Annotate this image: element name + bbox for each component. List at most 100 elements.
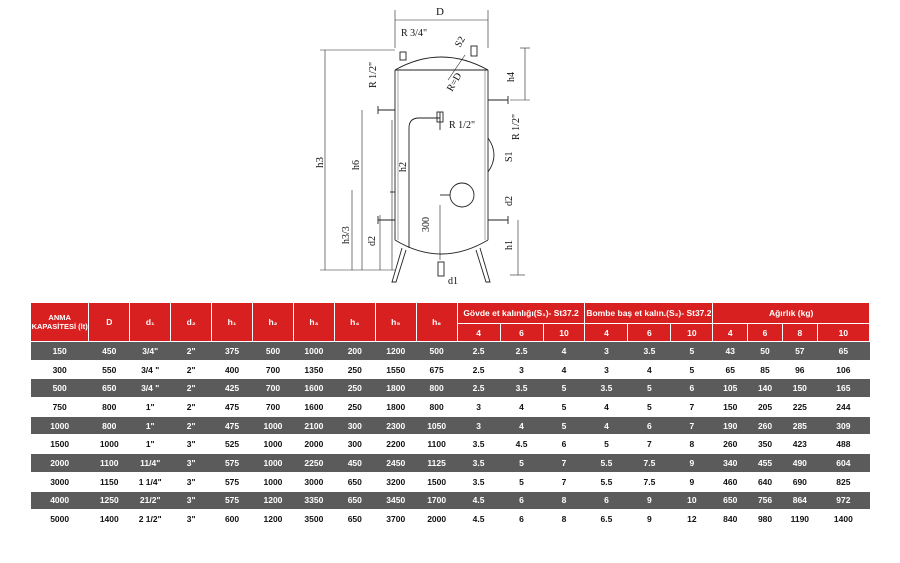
table-cell: 4 (500, 397, 544, 417)
table-cell: 190 (712, 415, 748, 436)
table-cell: 1000 (252, 415, 294, 436)
table-cell: 244 (817, 397, 870, 417)
table-cell: 4 (543, 360, 585, 379)
table-cell: 3 (457, 397, 501, 417)
table-cell: 140 (747, 378, 783, 399)
table-cell: 3 (500, 360, 544, 379)
specification-table: ANMA KAPASİTESİ (lt) D d₁ d₂ h₁ h₂ h₃ h₄… (29, 302, 871, 529)
table-cell: 150 (30, 341, 89, 361)
subheader-pressure: 6 (747, 323, 783, 342)
table-cell: 1200 (375, 341, 417, 361)
table-cell: 7.5 (627, 453, 671, 473)
table-cell: 8 (670, 434, 713, 454)
table-cell: 1700 (416, 490, 458, 511)
table-cell: 490 (782, 453, 818, 473)
dim-R-equals-D: R=D (445, 71, 464, 93)
table-cell: 5 (543, 378, 585, 399)
table-cell: 2000 (293, 434, 335, 454)
subheader-pressure: 6 (627, 323, 672, 342)
table-cell: 5.5 (584, 472, 628, 491)
table-cell: 3000 (293, 472, 335, 491)
table-cell: 5 (543, 415, 585, 436)
table-cell: 2000 (30, 453, 89, 473)
table-cell: 575 (211, 453, 253, 473)
table-cell: 106 (817, 360, 870, 379)
table-cell: 2250 (293, 453, 335, 473)
table-cell: 4 (627, 360, 671, 379)
dim-h4: h4 (506, 72, 517, 82)
table-cell: 3/4 " (129, 378, 171, 399)
table-subheader-row: 4 6 10 4 6 10 4 6 8 10 (31, 323, 871, 342)
table-cell: 11/4" (129, 453, 171, 473)
subheader-pressure: 10 (816, 323, 871, 342)
table-cell: 1000 (30, 415, 89, 436)
table-cell: 65 (817, 341, 870, 361)
header-shell-thickness: Gövde et kalınlığı(S₁)- St37.2 (456, 302, 586, 324)
table-cell: 65 (712, 360, 748, 379)
table-cell: 3.5 (584, 378, 628, 399)
table-cell: 864 (782, 490, 818, 511)
table-cell: 800 (416, 378, 458, 399)
table-cell: 285 (782, 415, 818, 436)
table-cell: 525 (211, 434, 253, 454)
table-cell: 488 (817, 434, 870, 454)
table-cell: 57 (782, 341, 818, 361)
table-cell: 200 (334, 341, 376, 361)
dim-h2: h2 (398, 162, 409, 172)
table-cell: 500 (30, 378, 89, 399)
table-cell: 1 1/4" (129, 472, 171, 491)
table-cell: 550 (88, 360, 130, 379)
table-cell: 2450 (375, 453, 417, 473)
table-cell: 1190 (782, 509, 818, 529)
table-cell: 840 (712, 509, 748, 529)
dim-R12-right: R 1/2" (511, 114, 522, 140)
table-cell: 96 (782, 360, 818, 379)
table-cell: 5 (500, 472, 544, 491)
table-cell: 3 (584, 360, 628, 379)
table-cell: 50 (747, 341, 783, 361)
table-cell: 205 (747, 397, 783, 417)
table-cell: 2 1/2" (129, 509, 171, 529)
table-cell: 1400 (88, 509, 130, 529)
table-cell: 980 (747, 509, 783, 529)
table-cell: 8 (543, 509, 585, 529)
table-cell: 2" (170, 415, 212, 436)
table-cell: 3" (170, 509, 212, 529)
dim-h6: h6 (351, 160, 362, 170)
table-cell: 150 (712, 397, 748, 417)
table-cell: 575 (211, 490, 253, 511)
table-cell: 800 (88, 415, 130, 436)
dim-d2-left: d2 (367, 236, 378, 246)
header-h2: h₂ (252, 302, 294, 342)
table-cell: 250 (334, 397, 376, 417)
header-capacity: ANMA KAPASİTESİ (lt) (29, 302, 90, 342)
subheader-pressure: 4 (584, 323, 629, 342)
table-cell: 2.5 (457, 341, 501, 361)
header-d1: d₁ (129, 302, 172, 342)
table-header-row: ANMA KAPASİTESİ (lt) D d₁ d₂ h₁ h₂ h₃ h₄… (29, 302, 870, 342)
table-cell: 2200 (375, 434, 417, 454)
table-cell: 7 (543, 453, 585, 473)
table-cell: 165 (817, 378, 870, 399)
table-cell: 21/2" (129, 490, 171, 511)
table-cell: 1800 (375, 378, 417, 399)
table-cell: 1150 (88, 472, 130, 491)
dim-h3: h3 (314, 157, 326, 169)
table-cell: 2" (170, 378, 212, 399)
table-cell: 6 (584, 490, 628, 511)
table-cell: 650 (334, 490, 376, 511)
table-cell: 1050 (416, 415, 458, 436)
table-cell: 5.5 (584, 453, 628, 473)
table-cell: 1350 (293, 360, 335, 379)
table-cell: 1600 (293, 378, 335, 399)
table-cell: 2" (170, 397, 212, 417)
table-cell: 700 (252, 378, 294, 399)
